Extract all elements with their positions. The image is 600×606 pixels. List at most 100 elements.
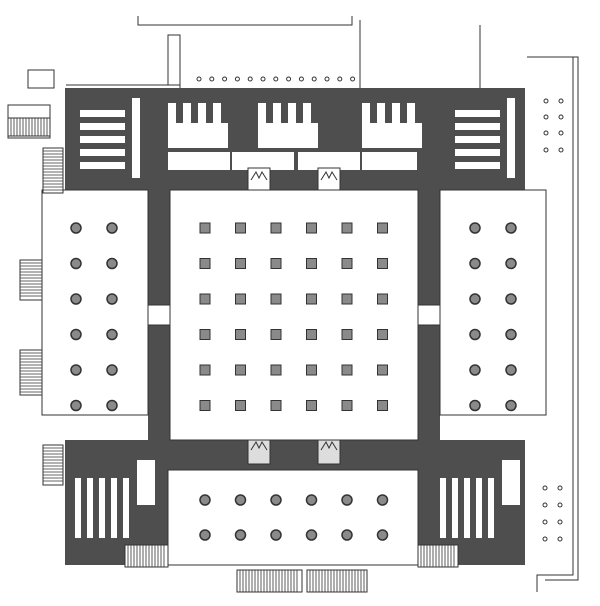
central-court-column <box>235 400 246 411</box>
east-hall-column <box>505 293 517 305</box>
north-cell <box>303 103 311 127</box>
central-court-column <box>235 258 246 269</box>
south-gate-recess <box>317 439 341 465</box>
north-cell <box>273 103 281 127</box>
east-hall-column <box>469 222 481 234</box>
central-court-column <box>306 293 317 305</box>
south-hall-column <box>199 529 211 541</box>
west-hall-column <box>70 257 82 270</box>
south-hall-column <box>341 494 353 506</box>
corner-room-slot <box>455 149 500 156</box>
east-hall-column <box>505 399 517 412</box>
corner-room-slot <box>80 123 125 130</box>
central-court-column <box>199 400 211 411</box>
south-room-slot <box>476 478 482 538</box>
south-hall-column <box>341 529 353 541</box>
gate-mark <box>320 440 338 451</box>
stair <box>236 569 303 593</box>
stair <box>124 544 169 568</box>
north-cell <box>258 103 266 127</box>
north-cell <box>407 103 415 127</box>
corner-room-slot <box>80 162 125 169</box>
north-cell <box>362 103 370 127</box>
north-colonnade-column <box>209 76 215 82</box>
east-portico-columns-north <box>543 98 549 104</box>
west-hall-column <box>70 328 82 341</box>
central-court-column <box>199 364 211 376</box>
south-room-slot <box>99 478 105 538</box>
corner-room-slot <box>80 110 125 117</box>
side-doorway <box>147 304 171 326</box>
north-passage <box>168 152 230 170</box>
central-court-column <box>341 329 353 340</box>
east-portico-columns-south <box>542 485 548 491</box>
corner-room-slot <box>455 110 500 117</box>
north-cell <box>183 103 191 127</box>
central-court-column <box>235 364 246 376</box>
south-hall-column <box>199 494 211 506</box>
east-portico-columns-south <box>542 536 548 542</box>
north-colonnade-column <box>337 76 343 82</box>
west-hall-column <box>106 222 118 234</box>
east-portico-columns-north <box>558 130 564 136</box>
south-hall-column <box>376 494 389 506</box>
west-hall-column <box>106 257 118 270</box>
central-court-column <box>377 222 388 234</box>
north-colonnade-column <box>298 76 304 82</box>
east-portico-columns-north <box>558 114 564 120</box>
east-portico-columns-south <box>557 519 563 525</box>
gate-mark <box>250 440 268 451</box>
north-colonnade-column <box>260 76 266 82</box>
north-colonnade-column <box>324 76 330 82</box>
east-portico-columns-north <box>558 98 564 104</box>
south-hall-column <box>376 529 389 541</box>
corner-room-slot <box>80 149 125 156</box>
south-room-slot <box>111 478 117 538</box>
west-hall-column <box>70 222 82 234</box>
central-court-column <box>235 329 246 340</box>
east-hall-column <box>505 222 517 234</box>
central-court-column <box>377 364 388 376</box>
south-room-slot <box>75 478 81 538</box>
side-doorway <box>417 304 441 326</box>
east-portico-columns-south <box>557 536 563 542</box>
corner-room-slot <box>455 162 500 169</box>
north-chamber <box>362 123 422 148</box>
east-portico-columns-north <box>558 147 564 153</box>
north-cell <box>213 103 221 127</box>
east-portico-columns-south <box>542 519 548 525</box>
north-colonnade-column <box>196 76 202 82</box>
north-colonnade-column <box>286 76 292 82</box>
west-hall-column <box>70 293 82 305</box>
central-court-column <box>270 258 282 269</box>
east-portico-columns-south <box>557 502 563 508</box>
central-court-column <box>235 222 246 234</box>
south-room-slot <box>440 478 446 538</box>
central-court-column <box>270 329 282 340</box>
south-hall-column <box>305 494 318 506</box>
central-court-column <box>377 329 388 340</box>
north-passage <box>362 152 417 170</box>
gate-mark <box>320 170 338 181</box>
gate-mark <box>250 170 268 181</box>
south-gate-recess <box>247 439 271 465</box>
central-court-column <box>199 222 211 234</box>
central-court-column <box>199 293 211 305</box>
south-corner-room <box>137 460 155 505</box>
south-corner-room <box>502 460 520 505</box>
south-hall-column <box>234 494 247 506</box>
stairways <box>7 117 459 593</box>
central-court <box>169 189 419 441</box>
central-court-column <box>341 364 353 376</box>
south-room-slot <box>87 478 93 538</box>
east-portico-columns-north <box>543 130 549 136</box>
east-hall-column <box>469 328 481 341</box>
west-hall-column <box>106 293 118 305</box>
east-portico-columns-south <box>542 502 548 508</box>
central-court-column <box>270 293 282 305</box>
central-court-column <box>270 400 282 411</box>
east-hall <box>439 189 547 416</box>
south-room-slot <box>452 478 458 538</box>
central-court-column <box>341 258 353 269</box>
central-court-column <box>341 293 353 305</box>
